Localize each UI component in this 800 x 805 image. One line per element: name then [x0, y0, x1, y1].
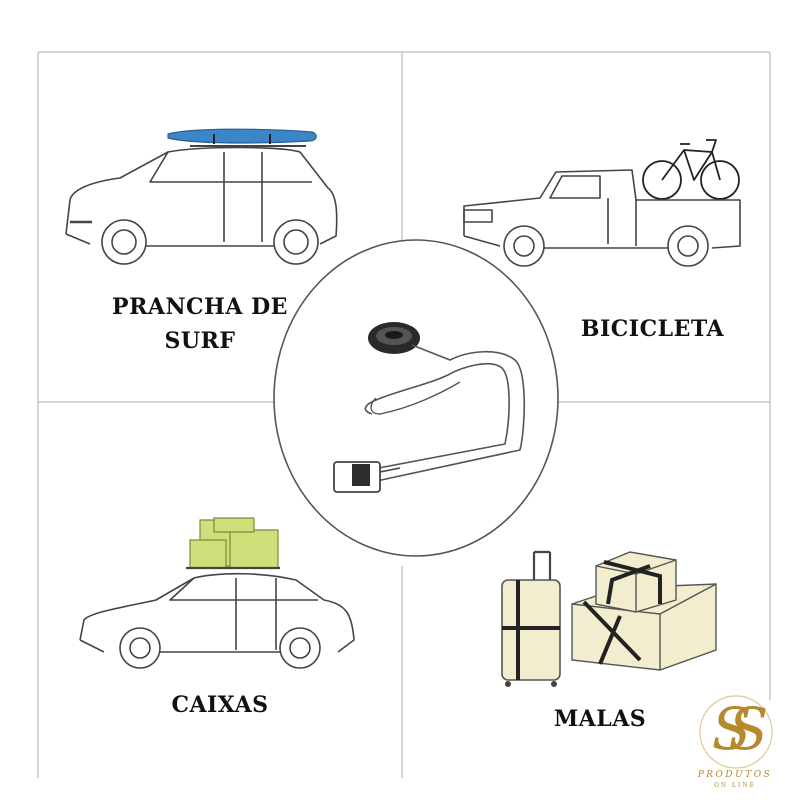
bicycle-icon	[642, 139, 740, 200]
suitcase-icon	[501, 550, 561, 687]
logo-name: PRODUTOS	[697, 770, 773, 780]
pickup-with-bicycle	[463, 139, 741, 267]
strap-circle	[273, 239, 559, 557]
sedan-with-boxes	[79, 517, 355, 669]
brand-logo	[699, 695, 773, 769]
bicycle-label: BICICLETA	[580, 316, 725, 342]
boxes-label: CAIXAS	[171, 692, 269, 718]
cam-buckle-icon	[333, 461, 401, 493]
surfboard-label-line1: PRANCHA DE	[112, 294, 288, 320]
suv-with-surfboard	[65, 128, 338, 265]
cargo-boxes-icon	[189, 517, 279, 569]
rolled-strap-icon	[368, 322, 420, 354]
surfboard-label: PRANCHA DE SURF	[105, 290, 295, 358]
surfboard-icon	[167, 128, 317, 144]
bags-label: MALAS	[553, 706, 647, 732]
surfboard-label-line2: SURF	[164, 328, 236, 354]
grid-frame	[37, 51, 771, 778]
luggage-and-boxes	[501, 550, 717, 687]
logo-tagline: ON LINE	[713, 782, 757, 789]
logo-monogram: SS	[711, 695, 768, 763]
strapped-boxes-icon	[571, 551, 717, 671]
